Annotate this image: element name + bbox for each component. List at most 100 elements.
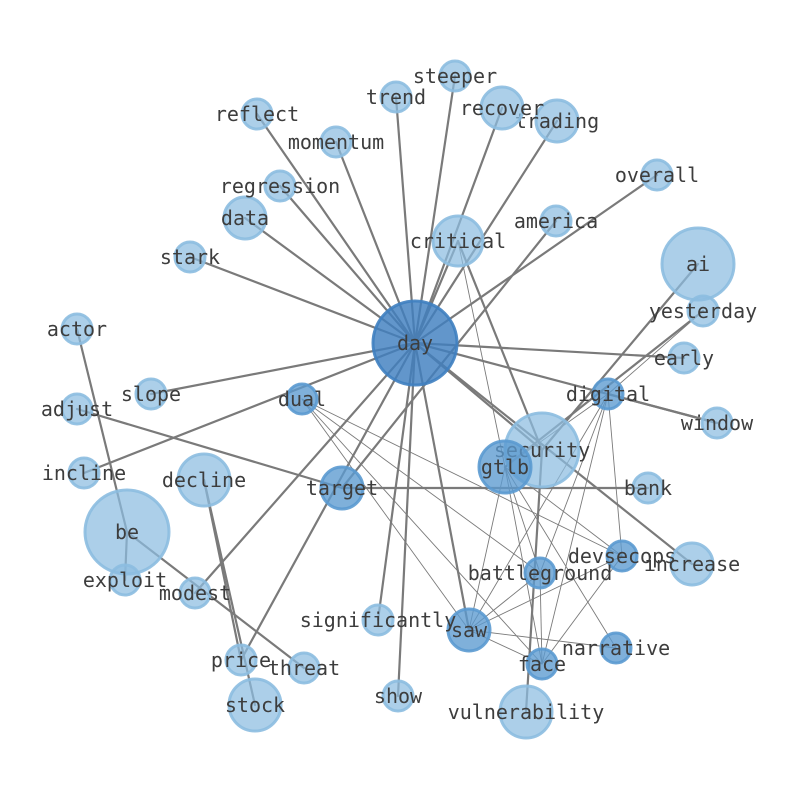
node-label-significantly: significantly bbox=[300, 608, 457, 632]
node-circle-digital[interactable] bbox=[591, 377, 625, 411]
node-regression[interactable]: regression bbox=[220, 169, 340, 203]
node-circle-overall[interactable] bbox=[640, 158, 674, 192]
node-adjust[interactable]: adjust bbox=[41, 392, 113, 426]
edge-devsecops-face bbox=[541, 555, 623, 665]
node-circle-recover[interactable] bbox=[479, 85, 525, 131]
node-window[interactable]: window bbox=[681, 406, 754, 440]
node-exploit[interactable]: exploit bbox=[83, 563, 167, 597]
node-circle-face[interactable] bbox=[525, 647, 559, 681]
node-devsecops[interactable]: devsecops bbox=[568, 539, 676, 573]
node-face[interactable]: face bbox=[518, 647, 566, 681]
node-battleground[interactable]: battleground bbox=[468, 556, 613, 590]
node-circle-stock[interactable] bbox=[227, 677, 283, 733]
node-ai[interactable]: ai bbox=[660, 226, 736, 302]
node-label-stock: stock bbox=[225, 693, 285, 717]
node-narrative[interactable]: narrative bbox=[562, 631, 670, 665]
node-reflect[interactable]: reflect bbox=[215, 97, 299, 131]
node-circle-america[interactable] bbox=[539, 204, 573, 238]
node-be[interactable]: be bbox=[83, 488, 171, 576]
node-target[interactable]: target bbox=[306, 465, 378, 511]
node-circle-exploit[interactable] bbox=[108, 563, 142, 597]
node-circle-saw[interactable] bbox=[446, 607, 492, 653]
node-early[interactable]: early bbox=[654, 341, 714, 375]
node-label-incline: incline bbox=[42, 461, 126, 485]
node-label-narrative: narrative bbox=[562, 636, 670, 660]
node-circle-decline[interactable] bbox=[176, 452, 232, 508]
node-circle-stark[interactable] bbox=[173, 240, 207, 274]
node-circle-battleground[interactable] bbox=[523, 556, 557, 590]
node-circle-adjust[interactable] bbox=[60, 392, 94, 426]
edge-day-modest bbox=[193, 341, 417, 595]
edge-digital-saw bbox=[468, 393, 609, 631]
node-show[interactable]: show bbox=[374, 679, 423, 713]
node-gtlb[interactable]: gtlb bbox=[477, 439, 533, 495]
node-circle-window[interactable] bbox=[700, 406, 734, 440]
node-circle-data[interactable] bbox=[222, 195, 268, 241]
node-circle-bank[interactable] bbox=[631, 471, 665, 505]
node-day[interactable]: day bbox=[371, 299, 459, 387]
node-price[interactable]: price bbox=[211, 643, 271, 677]
node-incline[interactable]: incline bbox=[42, 456, 126, 490]
node-overall[interactable]: overall bbox=[615, 158, 699, 192]
node-label-face: face bbox=[518, 652, 566, 676]
node-steeper[interactable]: steeper bbox=[413, 59, 497, 93]
node-vulnerability[interactable]: vulnerability bbox=[448, 684, 605, 740]
node-circle-price[interactable] bbox=[224, 643, 258, 677]
node-circle-actor[interactable] bbox=[60, 312, 94, 346]
node-slope[interactable]: slope bbox=[121, 377, 181, 411]
node-circle-critical[interactable] bbox=[431, 214, 485, 268]
node-circle-vulnerability[interactable] bbox=[498, 684, 554, 740]
node-circle-reflect[interactable] bbox=[240, 97, 274, 131]
node-trend[interactable]: trend bbox=[366, 80, 426, 114]
node-circle-target[interactable] bbox=[319, 465, 365, 511]
node-circle-modest[interactable] bbox=[178, 576, 212, 610]
node-circle-significantly[interactable] bbox=[361, 603, 395, 637]
node-significantly[interactable]: significantly bbox=[300, 603, 457, 637]
node-label-bank: bank bbox=[624, 476, 672, 500]
node-saw[interactable]: saw bbox=[446, 607, 492, 653]
node-circle-regression[interactable] bbox=[263, 169, 297, 203]
node-circle-early[interactable] bbox=[667, 341, 701, 375]
node-label-trend: trend bbox=[366, 85, 426, 109]
edge-gtlb-face bbox=[504, 466, 543, 665]
node-momentum[interactable]: momentum bbox=[288, 125, 384, 159]
edge-digital-face bbox=[541, 393, 609, 665]
node-digital[interactable]: digital bbox=[566, 377, 650, 411]
node-circle-trading[interactable] bbox=[534, 98, 580, 144]
node-stark[interactable]: stark bbox=[160, 240, 220, 274]
node-increase[interactable]: increase bbox=[644, 541, 740, 587]
edge-adjust-target bbox=[75, 407, 344, 490]
node-circle-increase[interactable] bbox=[669, 541, 715, 587]
node-actor[interactable]: actor bbox=[47, 312, 107, 346]
node-circle-momentum[interactable] bbox=[319, 125, 353, 159]
node-circle-steeper[interactable] bbox=[438, 59, 472, 93]
node-yesterday[interactable]: yesterday bbox=[649, 294, 757, 328]
node-decline[interactable]: decline bbox=[162, 452, 246, 508]
node-label-overall: overall bbox=[615, 163, 699, 187]
node-circle-trend[interactable] bbox=[379, 80, 413, 114]
node-data[interactable]: data bbox=[221, 195, 269, 241]
node-trading[interactable]: trading bbox=[515, 98, 599, 144]
node-circle-yesterday[interactable] bbox=[686, 294, 720, 328]
node-dual[interactable]: dual bbox=[278, 382, 326, 416]
node-label-vulnerability: vulnerability bbox=[448, 700, 605, 724]
node-circle-gtlb[interactable] bbox=[477, 439, 533, 495]
node-modest[interactable]: modest bbox=[159, 576, 231, 610]
node-critical[interactable]: critical bbox=[410, 214, 506, 268]
node-circle-threat[interactable] bbox=[287, 651, 321, 685]
node-stock[interactable]: stock bbox=[225, 677, 285, 733]
node-america[interactable]: america bbox=[514, 204, 598, 238]
node-circle-dual[interactable] bbox=[285, 382, 319, 416]
node-circle-slope[interactable] bbox=[134, 377, 168, 411]
node-label-gtlb: gtlb bbox=[481, 455, 529, 479]
node-label-decline: decline bbox=[162, 468, 246, 492]
node-circle-day[interactable] bbox=[371, 299, 459, 387]
node-label-devsecops: devsecops bbox=[568, 544, 676, 568]
node-threat[interactable]: threat bbox=[268, 651, 340, 685]
node-bank[interactable]: bank bbox=[624, 471, 672, 505]
node-circle-show[interactable] bbox=[381, 679, 415, 713]
node-recover[interactable]: recover bbox=[460, 85, 544, 131]
node-circle-narrative[interactable] bbox=[599, 631, 633, 665]
node-circle-incline[interactable] bbox=[67, 456, 101, 490]
node-circle-devsecops[interactable] bbox=[605, 539, 639, 573]
